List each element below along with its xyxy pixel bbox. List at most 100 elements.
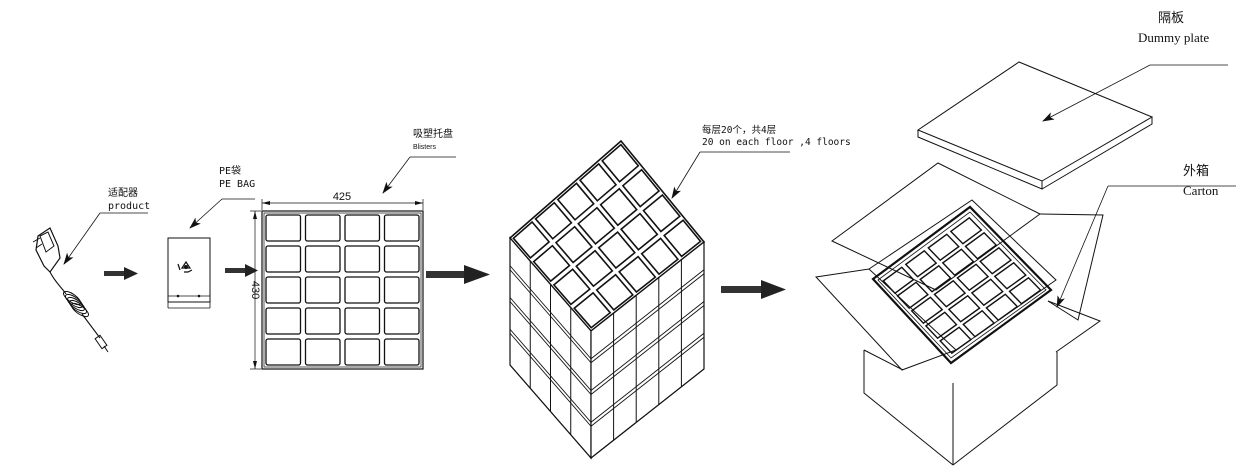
carton-cell xyxy=(882,266,915,295)
stack-floor-line xyxy=(590,269,705,360)
stack-top-cell xyxy=(640,237,680,276)
leader-carton xyxy=(1056,185,1109,308)
carton-cell xyxy=(1008,276,1042,305)
stack-floor-line xyxy=(590,305,705,395)
tray-cell xyxy=(383,338,420,366)
cable-coil xyxy=(62,290,90,318)
stack-top-cell xyxy=(578,162,618,202)
tray-cell xyxy=(383,307,420,335)
tray-cell xyxy=(265,276,302,304)
stack-floor-line xyxy=(590,336,705,427)
stack-top-cell xyxy=(552,268,591,306)
leader-layer xyxy=(671,151,701,199)
leader-dummy xyxy=(1042,64,1151,122)
flow-arrow-3 xyxy=(426,265,490,284)
adapter-label-en: product xyxy=(108,201,150,212)
carton-cell xyxy=(933,279,967,308)
dummy-label-en: Dummy plate xyxy=(1138,30,1209,45)
carton-cell xyxy=(896,281,929,310)
tray-cell xyxy=(344,245,381,273)
carton-cell xyxy=(939,326,972,355)
layer-label-en: 20 on each floor ,4 floors xyxy=(702,137,851,148)
pe-label-en: PE BAG xyxy=(219,179,255,190)
dim-height: 430 xyxy=(249,210,261,370)
carton-cell xyxy=(941,248,975,277)
stack-top-cell xyxy=(577,206,616,246)
carton-cell xyxy=(919,264,952,293)
tray-cell xyxy=(344,214,381,242)
stack-top-cell xyxy=(642,193,681,233)
stack-top-cell xyxy=(599,187,638,227)
stack-top-cell xyxy=(597,230,636,270)
layer-label-cn: 每层20个，共4层 xyxy=(702,124,776,136)
carton-tray xyxy=(871,205,1053,365)
stack-floor-line xyxy=(590,332,705,423)
tray-cell xyxy=(304,214,341,242)
tray-cell xyxy=(383,214,420,242)
tray-cell xyxy=(344,338,381,366)
stack-floor-line xyxy=(509,332,592,427)
dim-width-value: 425 xyxy=(333,191,351,203)
stack-top-cell xyxy=(621,168,661,208)
tray-cell xyxy=(304,307,341,335)
stack-top-cell xyxy=(663,219,702,258)
stack-floor-line xyxy=(509,328,592,423)
adapter-illustration xyxy=(32,227,109,353)
flow-arrow-4 xyxy=(721,280,786,299)
tray-cell xyxy=(265,307,302,335)
carton-cell xyxy=(962,309,996,338)
dummy-label-cn: 隔板 xyxy=(1158,10,1184,25)
stack-top-cell xyxy=(556,182,595,221)
dummy-plate xyxy=(916,61,1154,190)
carton-illustration xyxy=(814,162,1104,466)
carton-label-en: Carton xyxy=(1183,183,1219,198)
stack-floor-line xyxy=(509,297,592,391)
leader-blister xyxy=(382,156,411,194)
blister-tray xyxy=(261,210,424,370)
carton-cell xyxy=(927,233,960,262)
tray-cell xyxy=(344,276,381,304)
carton-cell xyxy=(993,261,1027,290)
carton-cell xyxy=(985,293,1019,322)
stack-top-cell xyxy=(532,244,571,283)
stack-top-cell xyxy=(595,273,634,312)
tray-cell xyxy=(265,214,302,242)
stack-top-cell xyxy=(575,249,614,288)
stack-top-cell xyxy=(618,255,657,294)
tray-cell xyxy=(304,276,341,304)
stack-top-cell xyxy=(619,212,659,251)
carton-cell xyxy=(970,278,1004,307)
tray-cell xyxy=(265,245,302,273)
carton-cell xyxy=(949,216,983,245)
leader-adapter xyxy=(63,212,101,265)
stack-top-cell xyxy=(554,225,594,264)
blister-label-cn: 吸塑托盘 xyxy=(413,127,453,140)
carton-cell xyxy=(956,263,990,292)
stack-floor-line xyxy=(509,301,592,395)
carton-cell xyxy=(910,296,944,325)
carton-cell xyxy=(979,246,1013,275)
stacked-layers xyxy=(508,139,706,460)
carton-cell xyxy=(964,231,998,260)
tray-cells xyxy=(265,214,420,366)
carton-cell xyxy=(947,294,981,323)
stack-top-cell xyxy=(534,201,573,240)
dim-width: 425 xyxy=(261,191,424,210)
stack-top-cell xyxy=(573,291,612,329)
pe-bag-illustration xyxy=(167,237,211,309)
stack-floor-line xyxy=(590,301,705,391)
tray-cell xyxy=(383,245,420,273)
leader-pe xyxy=(189,198,223,229)
carton-label-cn: 外箱 xyxy=(1183,163,1209,178)
tray-cell xyxy=(265,338,302,366)
flow-arrow-2 xyxy=(225,264,258,277)
tray-cell xyxy=(304,245,341,273)
stack-floor-line xyxy=(590,273,705,364)
stack-floor-line xyxy=(509,269,592,364)
dim-height-value: 430 xyxy=(249,281,261,299)
pe-label-cn: PE袋 xyxy=(219,164,241,177)
stack-floor-line xyxy=(509,364,592,459)
tray-cell xyxy=(304,338,341,366)
stack-floor-line xyxy=(590,368,705,459)
